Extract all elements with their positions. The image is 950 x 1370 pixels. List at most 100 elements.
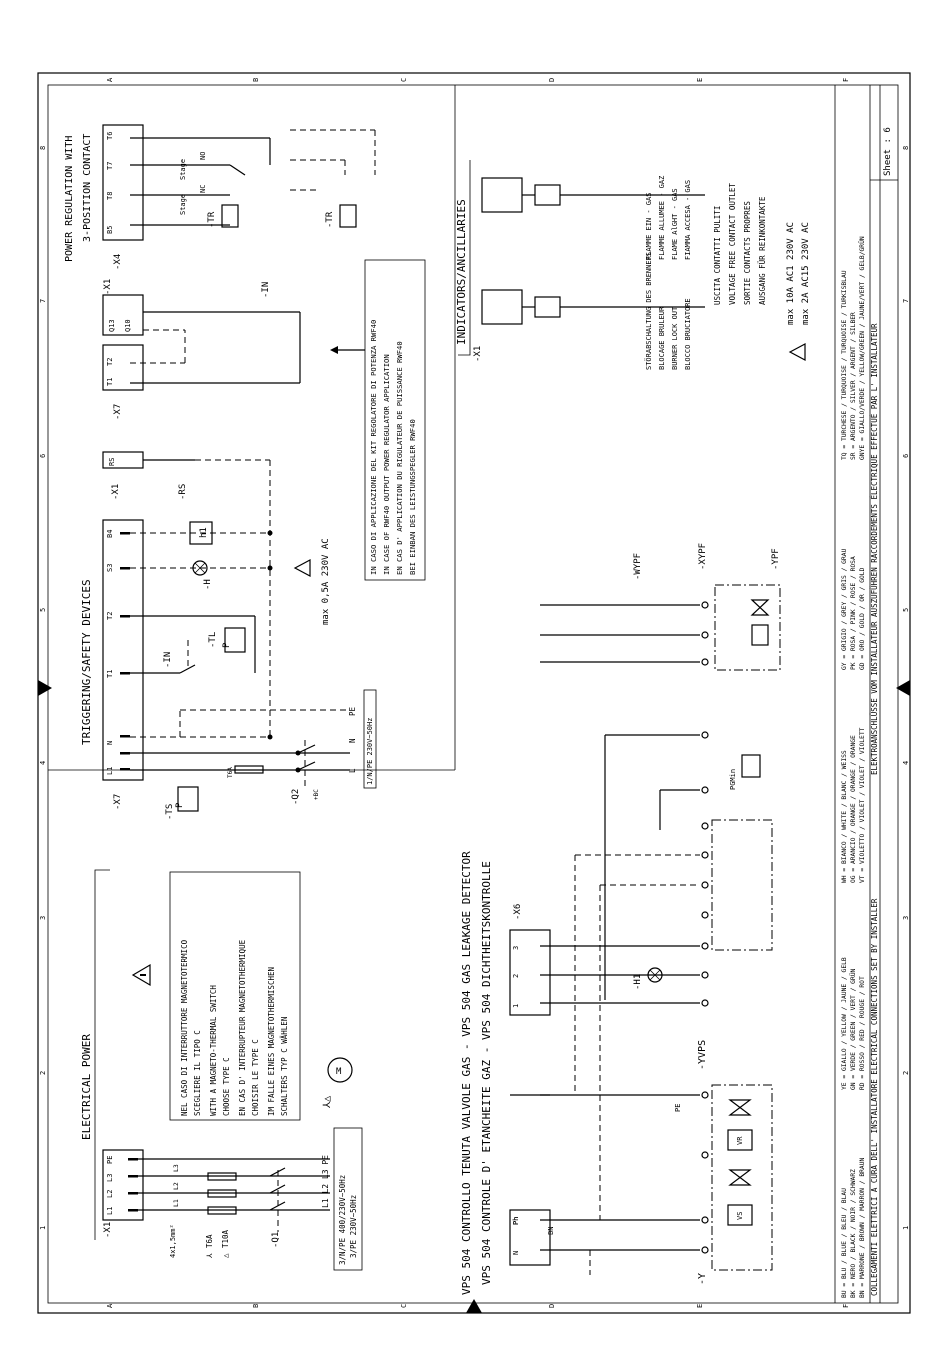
pgmin-box bbox=[741, 754, 761, 778]
q13-label: Q13 bbox=[108, 319, 116, 332]
supply-text: 3/PE 230V~50Hz bbox=[349, 1195, 358, 1258]
x4-label: -X4 bbox=[113, 254, 123, 270]
svg-text:CHOISIR LE TYPE C: CHOISIR LE TYPE C bbox=[251, 1039, 260, 1116]
svg-text:S3: S3 bbox=[106, 564, 114, 572]
svg-text:FLAMME ALLUMEE - GAZ: FLAMME ALLUMEE - GAZ bbox=[658, 176, 666, 260]
triggering-wiring bbox=[130, 459, 350, 790]
x7-terminals: L1 N T1 T2 S3 B4 bbox=[106, 530, 114, 775]
svg-text:Stage: Stage bbox=[179, 159, 187, 180]
svg-text:P: P bbox=[222, 642, 232, 648]
vps-title-it: VPS 504 CONTROLLO TENUTA VALVOLE GAS - V… bbox=[460, 851, 473, 1295]
svg-text:L2: L2 bbox=[172, 1182, 180, 1190]
x7-pins bbox=[120, 532, 130, 771]
svg-text:Stage: Stage bbox=[179, 194, 187, 215]
q2-label: -Q2 bbox=[291, 789, 301, 805]
legend-text: TQ = TURCHESE / TURQUOISE / TURQUOISE / … bbox=[841, 270, 848, 460]
svg-text:T6: T6 bbox=[106, 132, 114, 140]
contacts-text: USCITA CONTATTI PULITI VOLTAGE FREE CONT… bbox=[713, 183, 811, 325]
vps-title-fr: VPS 504 CONTROLE D' ETANCHEITE GAZ - VPS… bbox=[480, 861, 493, 1285]
svg-text:Ph: Ph bbox=[512, 1217, 520, 1225]
ypf-connectors bbox=[540, 601, 709, 666]
grid-label: D bbox=[548, 1304, 556, 1308]
svg-text:⅄: ⅄ bbox=[205, 1253, 214, 1259]
terminal-indicators bbox=[481, 177, 523, 213]
motor-icon: M ⅄△ bbox=[322, 1057, 353, 1109]
svg-text:⅄△: ⅄△ bbox=[322, 1096, 333, 1109]
svg-text:USCITA CONTATTI PULITI: USCITA CONTATTI PULITI bbox=[713, 206, 722, 305]
grid-label: D bbox=[548, 78, 556, 82]
legend-text: OG = ARANCIO / ORANGE / ORANGE / ORANGE bbox=[850, 735, 857, 883]
phase-labels: L1 L2 L3 PE bbox=[321, 1155, 330, 1208]
svg-text:N: N bbox=[106, 741, 114, 745]
grid-label: 8 bbox=[902, 146, 910, 150]
terminal-indicators bbox=[481, 289, 523, 325]
svg-text:B5: B5 bbox=[106, 226, 114, 234]
svg-text:IN CASO DI APPLICAZIONE DEL KI: IN CASO DI APPLICAZIONE DEL KIT REGOLATO… bbox=[369, 320, 378, 575]
legend-text: SR = ARGENTO / SILVER / ARGENT / SILBER bbox=[850, 312, 857, 460]
rs-label: -RS bbox=[178, 484, 188, 500]
terminal-label: L1 bbox=[106, 1207, 114, 1215]
switch-q1 bbox=[269, 1167, 286, 1232]
wypf-label: -WYPF bbox=[633, 553, 643, 580]
valve-icon bbox=[750, 599, 770, 646]
section-title-indicators: INDICATORS/ANCILLARIES bbox=[455, 199, 468, 345]
grid-label: A bbox=[106, 1303, 114, 1308]
x1-q-label: -X1 bbox=[103, 279, 113, 295]
svg-text:B4: B4 bbox=[106, 530, 114, 538]
tr-label: -TR bbox=[207, 211, 217, 228]
svg-text:L1: L1 bbox=[106, 767, 114, 775]
terminal-block-x4 bbox=[102, 124, 144, 241]
x6-label: -X6 bbox=[513, 904, 523, 920]
legend-text: GY = GRIGIO / GREY / GRIS / GRAU bbox=[841, 548, 848, 670]
grid-label: F bbox=[842, 78, 850, 82]
svg-text:EN CAS D' APPLICATION DU RIGUL: EN CAS D' APPLICATION DU RIGULATEUR DE P… bbox=[395, 341, 404, 575]
grid-label: 5 bbox=[39, 608, 47, 612]
legend-text: VT = VIOLETTO / VIOLET / VIOLET / VIOLET… bbox=[859, 727, 866, 883]
svg-text:BLOCCO BRUCIATORE: BLOCCO BRUCIATORE bbox=[684, 298, 692, 370]
x1-rs-label: -X1 bbox=[111, 484, 121, 500]
svg-text:T1: T1 bbox=[106, 670, 114, 678]
ts-label: -TS bbox=[165, 804, 175, 820]
color-legend: BU = BLU / BLUE / BLEU / BLAU BK = NERO … bbox=[841, 236, 866, 1298]
legend-text: YE = GIALLO / YELLOW / JAUNE / GELB bbox=[841, 957, 848, 1090]
in2-label: -IN bbox=[261, 282, 271, 298]
legend-text: BN = MARRONE / BROWN / MARRON / BRAUN bbox=[859, 1158, 866, 1298]
x1-ind-label: -X1 bbox=[473, 346, 483, 362]
section-bracket bbox=[458, 160, 471, 356]
fuse-t6a bbox=[234, 765, 264, 774]
breaker-note: NEL CASO DI INTERRUTTORE MAGNETOTERMICO … bbox=[180, 939, 289, 1116]
fuse-label: T10A bbox=[221, 1229, 230, 1248]
tr-box bbox=[221, 204, 239, 228]
footer-line: ELEKTROANSCHLÜSSE VOM INSTALLATEUR AUSZU… bbox=[870, 323, 879, 775]
svg-text:WITH A MAGNETO-THERMAL SWITCH: WITH A MAGNETO-THERMAL SWITCH bbox=[209, 985, 218, 1116]
svg-text:SCEGLIERE IL TIPO C: SCEGLIERE IL TIPO C bbox=[193, 1030, 202, 1116]
grid-label: 8 bbox=[39, 146, 47, 150]
flame-text: FIAMMA ACCESA - GAS FLAME AlGHT - GAS FL… bbox=[645, 176, 692, 260]
terminal-block-x7b bbox=[102, 344, 144, 391]
grid-label: 3 bbox=[39, 916, 47, 920]
lockout-text: BLOCCO BRUCIATORE BURNER LOCK OUT BLOCAG… bbox=[644, 252, 692, 370]
warning-icon bbox=[293, 559, 311, 577]
pgmin-label: PGMin bbox=[729, 769, 737, 790]
indicator-relays bbox=[522, 184, 705, 318]
terminal-label: L2 bbox=[106, 1190, 114, 1198]
tr2-label: -TR bbox=[325, 211, 335, 228]
q10-label: Q10 bbox=[124, 319, 132, 332]
terminal-q10-q13 bbox=[102, 294, 144, 336]
grid-label: C bbox=[400, 1304, 408, 1308]
tl-label: -TL bbox=[208, 632, 218, 648]
section-title-triggering: TRIGGERING/SAFETY DEVICES bbox=[80, 579, 93, 745]
grid-label: 4 bbox=[902, 761, 910, 765]
frame-marker bbox=[896, 680, 910, 696]
terminal-block-vps bbox=[509, 1209, 551, 1266]
grid-label: B bbox=[252, 1304, 260, 1308]
supply-box bbox=[333, 1127, 363, 1271]
supply-single: 1/N/PE 230V~50Hz bbox=[366, 718, 374, 785]
svg-text:N: N bbox=[348, 738, 357, 743]
yvps-label: -YVPS bbox=[697, 1040, 708, 1070]
grid-label: 4 bbox=[39, 761, 47, 765]
svg-text:P: P bbox=[175, 802, 185, 808]
terminal-label: PE bbox=[106, 1156, 114, 1164]
pe-vps-label: PE bbox=[674, 1104, 682, 1112]
svg-text:max 2A AC15 230V AC: max 2A AC15 230V AC bbox=[801, 222, 811, 325]
